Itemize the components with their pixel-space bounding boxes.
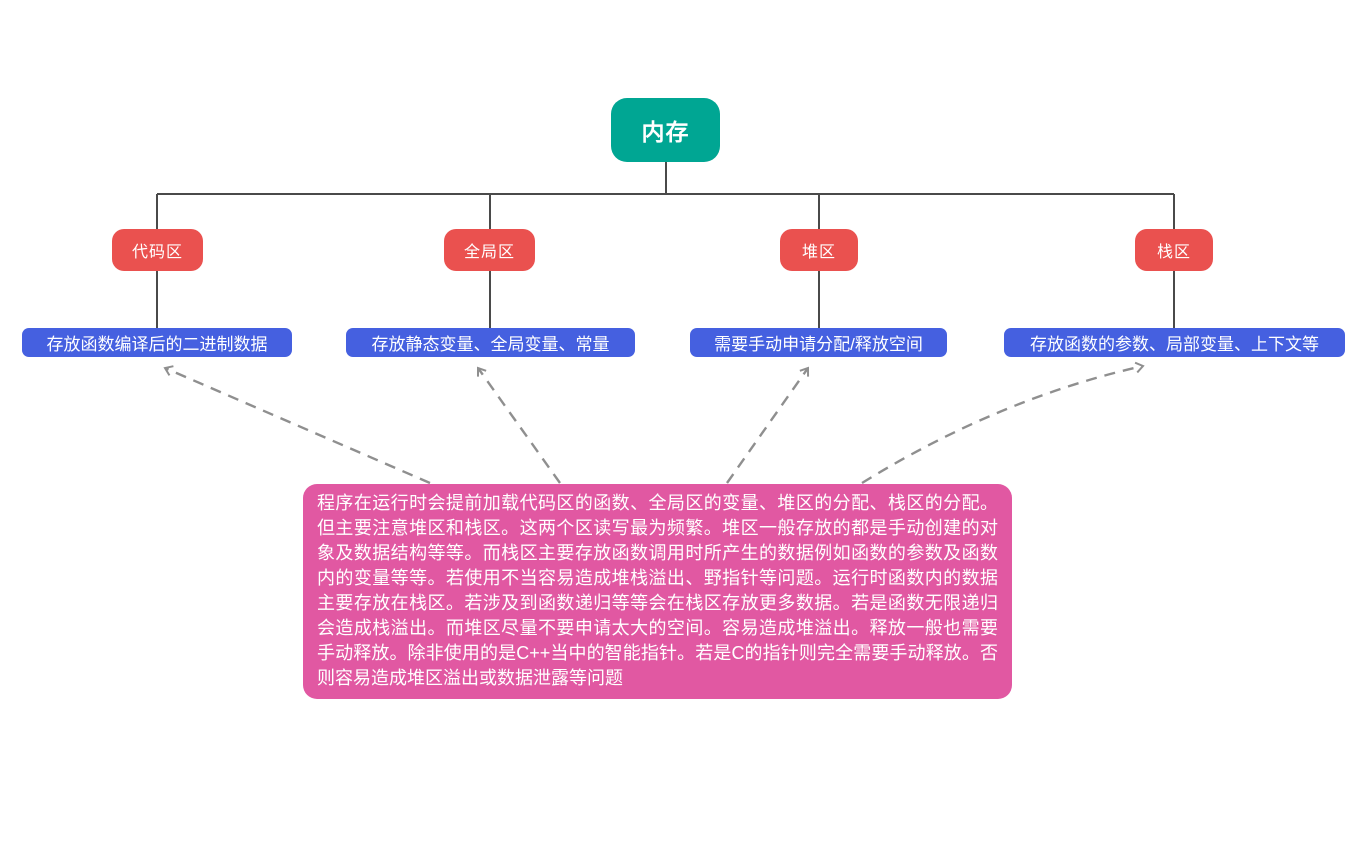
branch-node-stack-area[interactable]: 栈区 — [1135, 229, 1213, 271]
desc-label-heap-area[interactable]: 需要手动申请分配/释放空间 — [690, 328, 947, 357]
desc-label-stack-area[interactable]: 存放函数的参数、局部变量、上下文等 — [1004, 328, 1345, 357]
branch-node-heap-area[interactable]: 堆区 — [780, 229, 858, 271]
branch-node-global-area[interactable]: 全局区 — [444, 229, 535, 271]
note-arrow-stack — [861, 361, 1145, 485]
desc-label-global-area[interactable]: 存放静态变量、全局变量、常量 — [346, 328, 635, 357]
branch-node-code-area[interactable]: 代码区 — [112, 229, 203, 271]
note-box[interactable]: 程序在运行时会提前加载代码区的函数、全局区的变量、堆区的分配、栈区的分配。但主要… — [303, 484, 1012, 699]
note-arrows — [163, 361, 1145, 485]
desc-label-code-area[interactable]: 存放函数编译后的二进制数据 — [22, 328, 292, 357]
tree-connectors — [156, 162, 1175, 328]
note-arrow-heap — [726, 366, 810, 484]
note-arrow-global — [476, 366, 561, 484]
note-arrow-code — [163, 365, 431, 485]
root-node-memory[interactable]: 内存 — [611, 98, 720, 162]
